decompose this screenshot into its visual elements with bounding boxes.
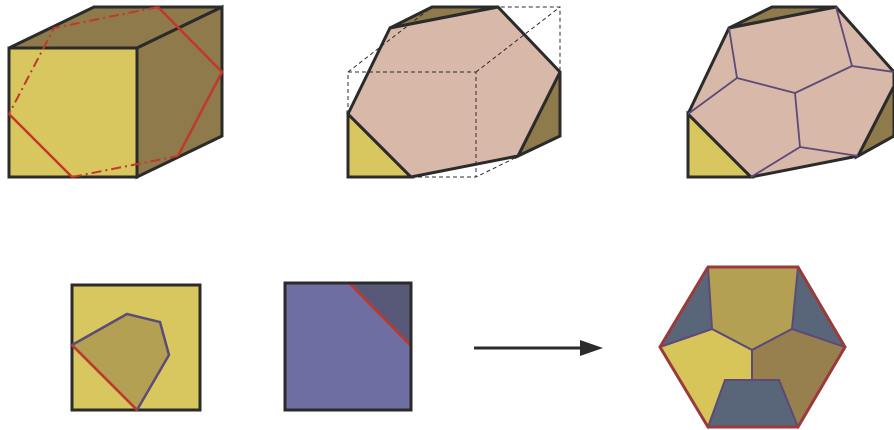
truncated-cube-with-dashed-cube [346,5,562,179]
square-5-border [283,281,413,412]
arrow-head [580,340,603,356]
hex-border [658,265,847,429]
hexagon-tiling [658,265,847,430]
cut-outline-dashed-2 [8,6,159,115]
cube-with-cut-outline [7,4,224,180]
cube-front-face [7,46,139,179]
square-with-corner-pentagon [69,283,202,413]
dashed-cube [347,6,561,178]
cut-line-5 [348,282,412,347]
cut-outline-dashed [71,155,179,178]
cut-outline-solid [8,113,73,178]
truncated-cube-with-inner-edges [686,5,894,179]
arrow [474,340,603,356]
blue-square-with-cut-corner [283,281,413,412]
inner-edges [687,6,894,178]
hex-corner-bottom [708,380,798,427]
cut-line-4 [71,344,138,411]
cut-outline-solid-2 [157,6,224,157]
